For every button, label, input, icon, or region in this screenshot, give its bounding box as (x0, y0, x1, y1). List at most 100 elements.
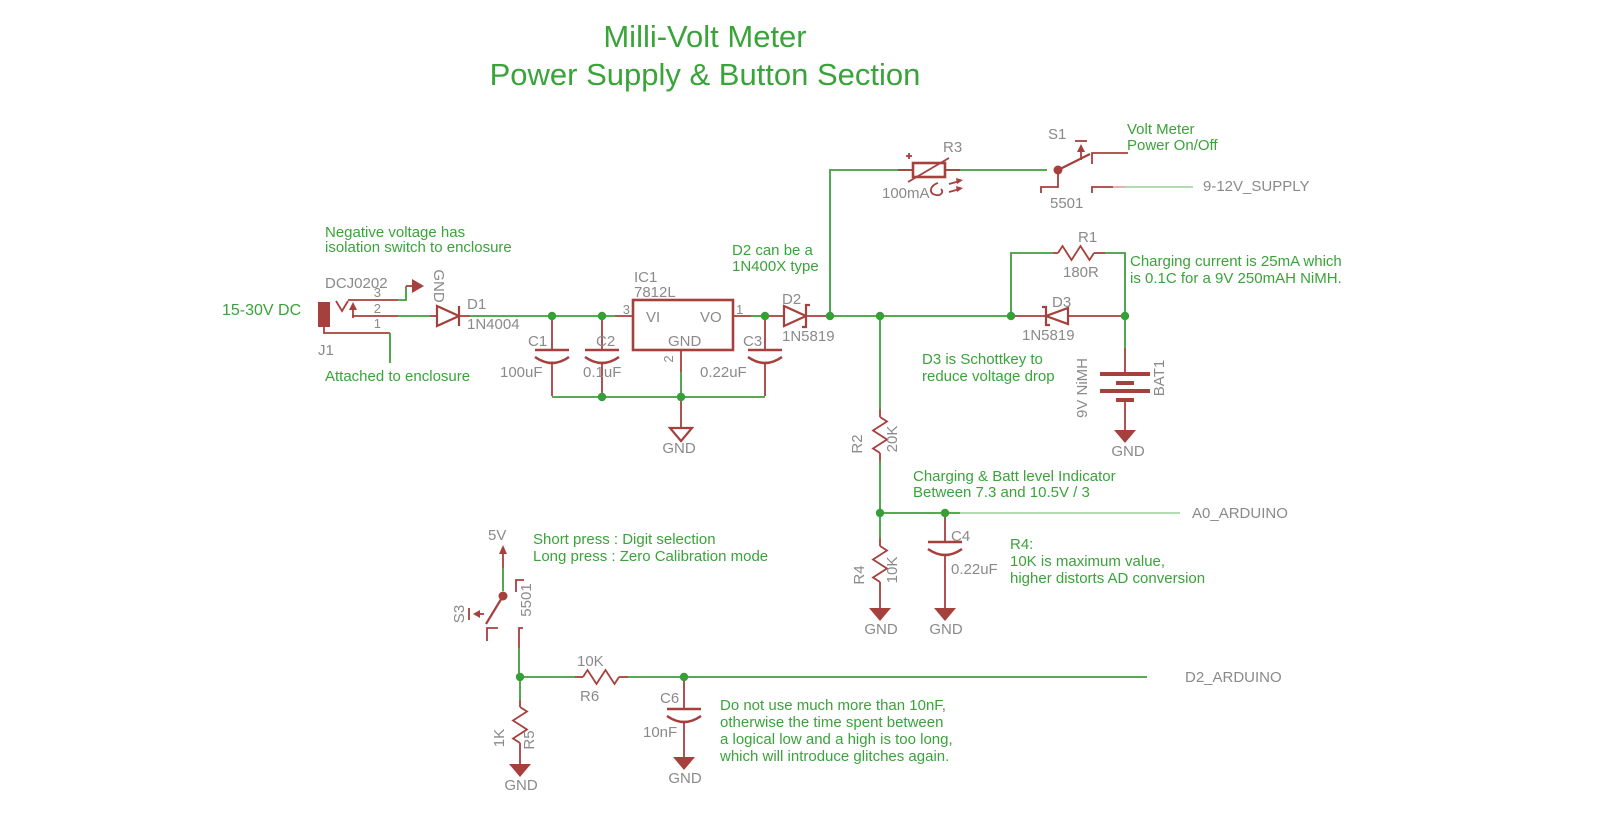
resistor-r6 (575, 668, 628, 686)
note-charging-line2: is 0.1C for a 9V 250mAH NiMH. (1130, 270, 1342, 287)
note-c6-line4: which will introduce glitches again. (719, 748, 949, 765)
note-negative-line2: isolation switch to enclosure (325, 239, 512, 256)
gnd-label-r5: GND (504, 777, 538, 794)
r6-value-label: 10K (577, 653, 604, 670)
r1-value-label: 180R (1063, 264, 1099, 281)
s3-ref-label: S3 (451, 605, 468, 623)
note-button-line2: Long press : Zero Calibration mode (533, 548, 768, 565)
gnd-symbol-ic (667, 397, 695, 443)
resistor-r1 (1010, 244, 1126, 316)
c3-value-label: 0.22uF (700, 364, 747, 381)
r4-value-label: 10K (884, 557, 901, 584)
c1-value-label: 100uF (500, 364, 543, 381)
ic1-ref-label: IC1 (634, 269, 657, 286)
gnd-label-ic: GND (662, 440, 696, 457)
gnd-label-bat1: GND (1111, 443, 1145, 460)
note-c6-line1: Do not use much more than 10nF, (720, 697, 946, 714)
note-indicator-line2: Between 7.3 and 10.5V / 3 (913, 484, 1090, 501)
capacitor-c2 (584, 316, 620, 396)
wire-supply-riser (829, 169, 1047, 316)
s1-value-label: 5501 (1050, 195, 1083, 212)
input-voltage-label: 15-30V DC (222, 302, 301, 319)
resistor-r4 (869, 513, 891, 621)
capacitor-c6 (666, 677, 702, 770)
note-button-line1: Short press : Digit selection (533, 531, 716, 548)
note-d3-line1: D3 is Schottkey to (922, 351, 1043, 368)
r4-ref-label: R4 (851, 565, 868, 584)
note-r4-line2: 10K is maximum value, (1010, 553, 1165, 570)
c2-value-label: 0.1uF (583, 364, 621, 381)
capacitor-c3 (747, 316, 783, 396)
note-negative-line1: Negative voltage has (325, 224, 465, 241)
note-d3-line2: reduce voltage drop (922, 368, 1055, 385)
c3-ref-label: C3 (743, 333, 762, 350)
note-d2-type-line2: 1N400X type (732, 258, 819, 275)
j1-part-label: DCJ0202 (325, 275, 388, 292)
note-r4-line1: R4: (1010, 536, 1033, 553)
note-indicator-line1: Charging & Batt level Indicator (913, 468, 1116, 485)
supply-5v-arrow (499, 545, 507, 568)
c4-ref-label: C4 (951, 528, 970, 545)
ic1-value-label: 7812L (634, 284, 676, 301)
j1-pin3-number: 3 (374, 285, 381, 300)
note-volt-meter-line2: Power On/Off (1127, 137, 1218, 154)
j1-pin1-number: 1 (374, 316, 381, 331)
diode-d2 (765, 303, 830, 329)
j1-ref-label: J1 (318, 342, 334, 359)
v5-label: 5V (488, 527, 506, 544)
r5-ref-label: R5 (521, 730, 538, 749)
gnd-symbol-jack (398, 279, 424, 301)
d3-ref-label: D3 (1052, 294, 1071, 311)
gnd-label-r4: GND (864, 621, 898, 638)
d1-ref-label: D1 (467, 296, 486, 313)
note-charging-line1: Charging current is 25mA which (1130, 253, 1342, 270)
bat1-ref-label: BAT1 (1151, 360, 1168, 396)
c4-value-label: 0.22uF (951, 561, 998, 578)
note-attached: Attached to enclosure (325, 368, 470, 385)
r3-ref-label: R3 (943, 139, 962, 156)
c6-ref-label: C6 (660, 690, 679, 707)
ic1-pin1-number: 1 (736, 302, 743, 317)
schematic-title-line2: Power Supply & Button Section (490, 57, 921, 92)
net-label-a0: A0_ARDUINO (1192, 505, 1288, 522)
ic1-gnd-pin-label: GND (668, 333, 702, 350)
gnd-label-jack: GND (430, 269, 447, 303)
note-d2-type-line1: D2 can be a (732, 242, 814, 259)
r5-value-label: 1K (491, 729, 508, 747)
schematic-title-line1: Milli-Volt Meter (603, 19, 806, 54)
r1-ref-label: R1 (1078, 229, 1097, 246)
net-label-supply: 9-12V_SUPPLY (1203, 178, 1309, 195)
r6-ref-label: R6 (580, 688, 599, 705)
resistor-r2 (871, 316, 889, 513)
switch-s1 (1040, 140, 1128, 193)
ic1-pin2-number: 2 (661, 355, 676, 362)
note-volt-meter-line1: Volt Meter (1127, 121, 1195, 138)
r2-value-label: 20K (884, 426, 901, 453)
junction-dots (515, 311, 1130, 682)
connector-j1 (318, 299, 398, 334)
fuse-r3 (898, 153, 963, 197)
note-c6-line2: otherwise the time spent between (720, 714, 943, 731)
diode-d3 (1011, 305, 1125, 327)
d1-value-label: 1N4004 (467, 316, 520, 333)
c2-ref-label: C2 (596, 333, 615, 350)
ic1-vo-pin-label: VO (700, 309, 722, 326)
r2-ref-label: R2 (849, 434, 866, 453)
gnd-label-c4: GND (929, 621, 963, 638)
note-r4-line3: higher distorts AD conversion (1010, 570, 1205, 587)
battery-bat1 (1100, 316, 1150, 443)
gnd-label-c6: GND (668, 770, 702, 787)
net-label-d2: D2_ARDUINO (1185, 669, 1282, 686)
diode-d1 (430, 304, 470, 328)
d2-value-label: 1N5819 (782, 328, 835, 345)
bat1-value-label: 9V NiMH (1074, 358, 1091, 418)
d3-value-label: 1N5819 (1022, 327, 1075, 344)
r3-value-label: 100mA (882, 185, 930, 202)
ic1-vi-pin-label: VI (646, 309, 660, 326)
c6-value-label: 10nF (643, 724, 677, 741)
c1-ref-label: C1 (528, 333, 547, 350)
switch-s3 (468, 568, 524, 674)
s1-ref-label: S1 (1048, 126, 1066, 143)
